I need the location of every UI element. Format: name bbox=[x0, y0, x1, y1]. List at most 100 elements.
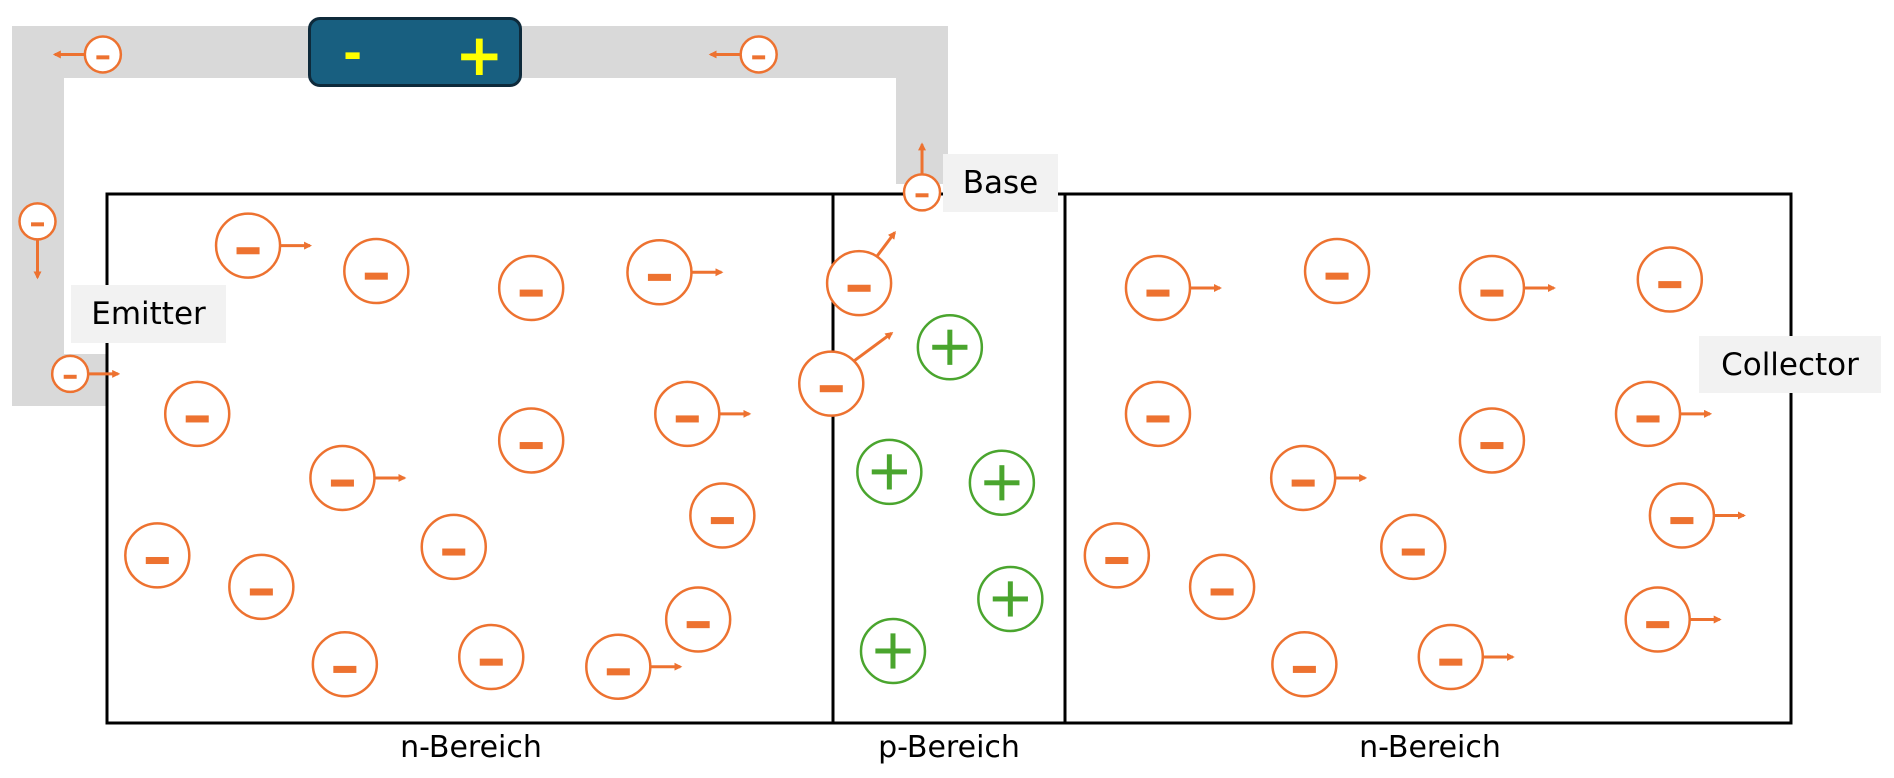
minus-icon bbox=[1146, 415, 1170, 423]
electron-circle bbox=[83, 35, 123, 74]
minus-icon bbox=[442, 548, 466, 556]
electron-right-n bbox=[1458, 254, 1556, 322]
minus-icon bbox=[519, 289, 543, 297]
electron-circle bbox=[1458, 407, 1526, 474]
electron-circle bbox=[1417, 623, 1485, 691]
electron-circle bbox=[214, 212, 282, 279]
electron-left-n bbox=[458, 623, 525, 691]
minus-icon bbox=[752, 55, 766, 60]
minus-icon bbox=[1646, 621, 1670, 629]
electron-wire bbox=[18, 202, 57, 280]
electron-left-n bbox=[689, 482, 756, 549]
electron-circle bbox=[654, 380, 721, 448]
minus-icon bbox=[1439, 658, 1463, 666]
hole bbox=[856, 438, 923, 506]
battery: - + bbox=[308, 17, 522, 87]
electron-circle bbox=[1083, 522, 1151, 589]
minus-icon bbox=[1658, 281, 1682, 289]
minus-icon bbox=[1292, 665, 1316, 673]
minus-icon bbox=[1325, 272, 1349, 280]
electron-circle bbox=[343, 237, 410, 305]
electron-circle bbox=[1303, 237, 1371, 305]
electron-circle bbox=[798, 350, 865, 417]
minus-icon bbox=[1210, 588, 1234, 596]
electron-left-n bbox=[311, 631, 379, 698]
minus-icon bbox=[1480, 289, 1504, 297]
electron-circle bbox=[1636, 246, 1704, 313]
electron-right-n bbox=[1380, 513, 1447, 581]
minus-icon bbox=[236, 247, 260, 255]
minus-icon bbox=[686, 621, 710, 629]
motion-arrow bbox=[852, 331, 894, 363]
electron-left-n bbox=[163, 380, 231, 448]
electron-left-n bbox=[124, 522, 191, 589]
minus-icon bbox=[675, 415, 699, 423]
electron-circle bbox=[309, 444, 376, 512]
minus-icon bbox=[519, 442, 543, 450]
electron-circle bbox=[18, 202, 57, 241]
electron-right-n bbox=[1124, 380, 1192, 448]
electron-left-n bbox=[497, 407, 565, 474]
electron-wire bbox=[708, 35, 778, 74]
electron-circle bbox=[585, 633, 652, 700]
hole bbox=[977, 565, 1044, 633]
plus-icon-v bbox=[890, 633, 896, 669]
electron-left-n bbox=[309, 444, 407, 512]
minus-icon bbox=[96, 55, 110, 60]
electron-wire bbox=[902, 142, 942, 212]
electron-circle bbox=[420, 513, 487, 581]
electron-left-n bbox=[626, 239, 724, 306]
minus-icon bbox=[249, 588, 273, 596]
electron-circle bbox=[689, 482, 756, 549]
hole bbox=[968, 449, 1036, 517]
electron-right-n bbox=[1188, 553, 1256, 621]
electron-circle bbox=[626, 239, 693, 306]
minus-icon bbox=[847, 284, 871, 292]
battery-positive-terminal: + bbox=[455, 21, 504, 89]
emitter-label: Emitter bbox=[71, 285, 226, 343]
collector-label: Collector bbox=[1699, 336, 1881, 393]
electron-right-n bbox=[1269, 444, 1368, 512]
plus-icon-v bbox=[947, 329, 953, 365]
region-label-p: p-Bereich bbox=[878, 730, 1020, 765]
electron-circle bbox=[1614, 380, 1682, 448]
plus-icon-v bbox=[999, 465, 1005, 501]
electron-left-n bbox=[214, 212, 313, 279]
electron-p-region bbox=[798, 331, 894, 417]
hole bbox=[916, 314, 984, 381]
electron-right-n bbox=[1636, 246, 1704, 313]
electron-left-n bbox=[343, 237, 410, 305]
electron-right-n bbox=[1271, 631, 1338, 698]
minus-icon bbox=[330, 479, 354, 487]
electron-circle bbox=[163, 380, 231, 448]
electron-circle bbox=[228, 553, 295, 621]
electron-left-n bbox=[228, 553, 295, 621]
electron-right-n bbox=[1624, 586, 1722, 653]
battery-negative-terminal: - bbox=[343, 26, 363, 80]
electron-right-n bbox=[1648, 482, 1746, 549]
electron-wire bbox=[50, 354, 121, 394]
minus-icon bbox=[1291, 479, 1315, 487]
electron-left-n bbox=[497, 254, 565, 322]
electron-circle bbox=[1124, 254, 1192, 322]
electron-left-n bbox=[585, 633, 683, 700]
electron-right-n bbox=[1614, 380, 1713, 448]
minus-icon bbox=[63, 374, 77, 379]
electron-circle bbox=[1188, 553, 1256, 621]
electron-circle bbox=[1271, 631, 1338, 698]
minus-icon bbox=[1401, 548, 1425, 556]
minus-icon bbox=[819, 385, 843, 393]
electron-left-n bbox=[420, 513, 487, 581]
minus-icon bbox=[606, 668, 630, 676]
electron-p-region bbox=[825, 230, 896, 317]
electron-circle bbox=[458, 623, 525, 691]
electron-circle bbox=[1648, 482, 1716, 549]
minus-icon bbox=[915, 193, 929, 198]
plus-icon-v bbox=[1007, 581, 1013, 617]
minus-icon bbox=[31, 222, 44, 227]
electron-circle bbox=[664, 586, 732, 653]
electron-circle bbox=[497, 407, 565, 474]
particles bbox=[18, 35, 1746, 700]
minus-icon bbox=[1105, 556, 1129, 565]
